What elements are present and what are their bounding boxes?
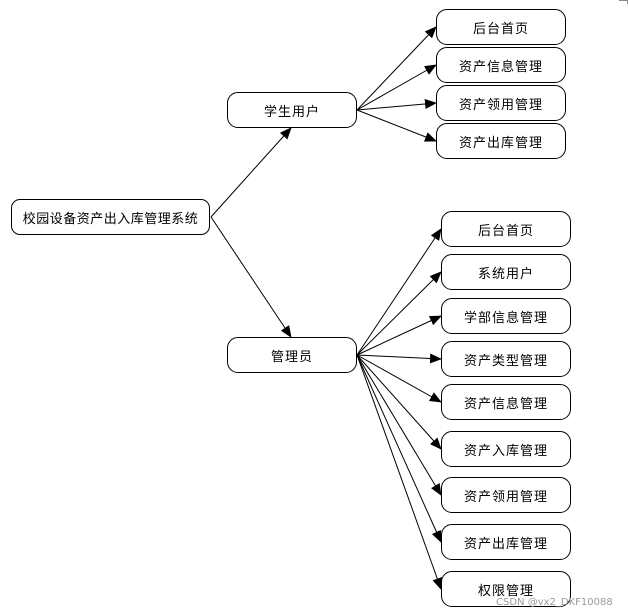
arrow-admin-to-module <box>356 315 442 356</box>
admin-module-dashboard: 后台首页 <box>441 211 571 247</box>
admin-label: 管理员 <box>270 349 313 365</box>
arrow-admin-to-module <box>356 271 442 356</box>
admin-module-asset-requisition: 资产领用管理 <box>441 477 571 513</box>
student-module-asset-outbound-label: 资产出库管理 <box>458 135 543 151</box>
admin-module-permissions: 权限管理 <box>441 571 571 607</box>
student-module-asset-outbound: 资产出库管理 <box>436 123 566 159</box>
arrow-admin-to-module <box>356 353 442 364</box>
student-module-asset-info-label: 资产信息管理 <box>458 59 543 75</box>
arrow-admin-to-module <box>356 354 442 403</box>
arrow-admin-to-module <box>356 354 442 590</box>
connector-lines <box>210 26 442 590</box>
arrow-admin-to-module <box>356 354 442 450</box>
admin-module-asset-info: 资产信息管理 <box>441 384 571 420</box>
arrow-admin-to-module <box>356 354 442 496</box>
student-module-asset-requisition-label: 资产领用管理 <box>458 97 543 113</box>
admin-module-dashboard-label: 后台首页 <box>477 223 534 239</box>
arrow-student-to-module <box>356 98 437 111</box>
admin-module-system-users: 系统用户 <box>441 254 571 290</box>
student-module-dashboard: 后台首页 <box>436 9 566 45</box>
watermark-text: CSDN @vx2_DKF10088 <box>496 597 613 608</box>
admin-module-asset-type-label: 资产类型管理 <box>463 353 548 369</box>
admin-module-asset-info-label: 资产信息管理 <box>463 396 548 412</box>
admin-module-system-users-label: 系统用户 <box>477 266 534 282</box>
admin-module-asset-type: 资产类型管理 <box>441 341 571 377</box>
corner-mark <box>619 0 628 4</box>
arrow-root-to-admin <box>210 216 292 338</box>
admin-module-permissions-label: 权限管理 <box>477 583 534 599</box>
student-user-node: 学生用户 <box>227 92 357 128</box>
student-module-dashboard-label: 后台首页 <box>472 21 529 37</box>
admin-module-asset-outbound-label: 资产出库管理 <box>463 536 548 552</box>
arrow-student-to-module <box>356 109 437 142</box>
student-module-asset-requisition: 资产领用管理 <box>436 85 566 121</box>
admin-module-asset-inbound-label: 资产入库管理 <box>463 443 548 459</box>
admin-module-asset-requisition-label: 资产领用管理 <box>463 489 548 505</box>
admin-module-asset-inbound: 资产入库管理 <box>441 431 571 467</box>
student-user-label: 学生用户 <box>263 104 320 120</box>
root-node: 校园设备资产出入库管理系统 <box>11 199 210 235</box>
arrow-student-to-module <box>356 64 437 111</box>
student-module-asset-info: 资产信息管理 <box>436 47 566 83</box>
arrow-admin-to-module <box>356 228 442 356</box>
admin-node: 管理员 <box>227 337 357 373</box>
admin-module-asset-outbound: 资产出库管理 <box>441 524 571 560</box>
arrow-root-to-student <box>210 127 292 218</box>
admin-module-department-info-label: 学部信息管理 <box>463 310 548 326</box>
arrow-student-to-module <box>356 26 437 111</box>
arrow-admin-to-module <box>356 354 442 543</box>
root-label: 校园设备资产出入库管理系统 <box>22 211 199 227</box>
admin-module-department-info: 学部信息管理 <box>441 298 571 334</box>
